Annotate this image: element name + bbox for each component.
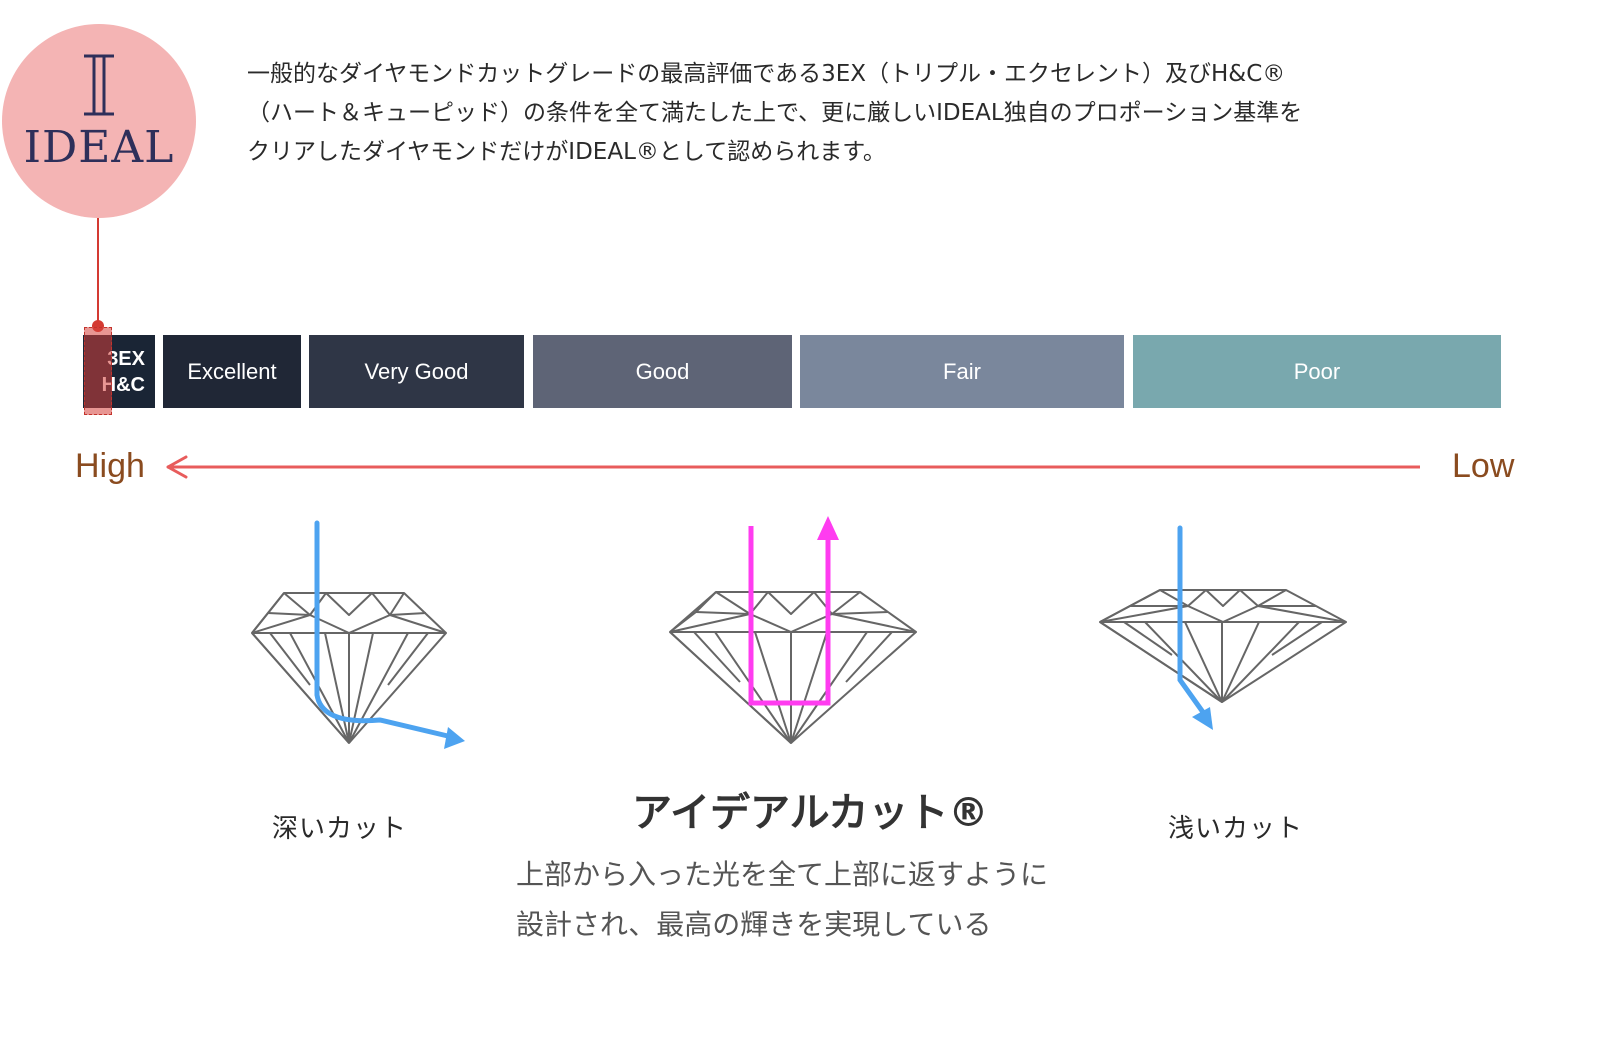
intro-line: （ハート＆キューピッド）の条件を全て満たした上で、更に厳しいIDEAL独自のプロ… [247, 100, 1303, 126]
grade-excellent: Excellent [163, 335, 301, 408]
ideal-desc-line: 上部から入った光を全て上部に返すように [516, 858, 1049, 891]
intro-paragraph: 一般的なダイヤモンドカットグレードの最高評価である3EX（トリプル・エクセレント… [247, 55, 1477, 172]
intro-line: クリアしたダイヤモンドだけがIDEAL®として認められます。 [247, 139, 886, 165]
grade-good: Good [533, 335, 792, 408]
shallow-cut-label: 浅いカット [1168, 814, 1304, 844]
ideal-logo-text: IDEAL [23, 122, 175, 173]
ideal-cut-title: アイデアルカット® [632, 790, 989, 836]
ideal-logo: IDEAL [2, 24, 196, 218]
scale-low-label: Low [1452, 447, 1515, 485]
shallow-cut-diamond-icon [1099, 525, 1347, 730]
grade-very-good: Very Good [309, 335, 524, 408]
ideal-logo-mark-icon [84, 54, 114, 116]
grade-fair: Fair [800, 335, 1124, 408]
grade-poor: Poor [1133, 335, 1501, 408]
scale-arrow-icon [166, 455, 1420, 479]
ideal-desc-line: 設計され、最高の輝きを実現している [516, 908, 992, 941]
deep-cut-diamond-icon [251, 520, 465, 749]
ideal-cut-description: 上部から入った光を全て上部に返すように 設計され、最高の輝きを実現している [516, 850, 1136, 950]
intro-line: 一般的なダイヤモンドカットグレードの最高評価である3EX（トリプル・エクセレント… [247, 61, 1286, 87]
deep-cut-label: 深いカット [272, 814, 408, 844]
grade-hc-label: H&C [101, 373, 145, 396]
ideal-grade-highlight [84, 327, 112, 415]
scale-high-label: High [75, 447, 145, 485]
ideal-cut-diamond-icon [669, 516, 917, 744]
grade-3ex-label: 3EX [107, 347, 145, 370]
ideal-connector-line [97, 218, 99, 326]
